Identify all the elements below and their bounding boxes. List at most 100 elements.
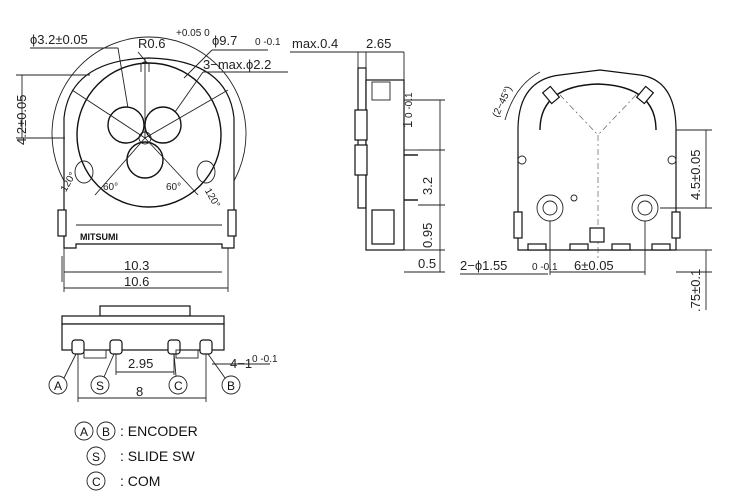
leader-body-dia-2 <box>183 49 213 79</box>
tab-right <box>227 209 237 237</box>
dim-3-2: 3.2 <box>420 177 435 195</box>
side-view: max.0.4 2.65 1 0 -0.1 3.2 0.95 0.5 <box>290 36 445 273</box>
legend-slide-sw-text: : SLIDE SW <box>120 448 195 464</box>
legend-circle-a <box>74 421 94 441</box>
legend-circle-c <box>86 471 106 491</box>
dim-height: 4.2±0.05 <box>14 94 29 145</box>
dim-2-95: 2.95 <box>128 356 153 371</box>
contact-hole-bottom <box>126 141 164 179</box>
label-circle-c <box>168 375 188 395</box>
rear-foot-4 <box>651 243 671 251</box>
dim-radius-tol: +0.05 0 <box>176 28 210 39</box>
dim-0-95: 0.95 <box>420 223 435 248</box>
rear-foot-3 <box>611 243 631 251</box>
dim-rear-angle: (2−45°) <box>491 85 515 120</box>
rear-hole-right-inner <box>637 200 653 216</box>
rear-pin-right <box>667 155 677 165</box>
dim-width-outer: 10.6 <box>124 274 149 289</box>
dim-0-5: 0.5 <box>418 256 436 271</box>
dim-thickness: 2.65 <box>366 36 391 51</box>
rear-tab-left <box>513 211 523 239</box>
bottom-foot-1 <box>83 349 107 359</box>
leader-radius <box>137 51 149 65</box>
rear-tab-right <box>671 211 681 239</box>
bottom-body <box>61 323 225 351</box>
legend-c: C <box>92 475 101 489</box>
dim-rear-4-5: 4.5±0.05 <box>688 149 703 200</box>
top-notch <box>140 61 150 72</box>
dim-1: 1 <box>400 121 415 128</box>
bottom-top-plate <box>99 305 191 317</box>
legend-circle-b <box>96 421 116 441</box>
bottom-pin-c <box>167 339 181 355</box>
bottom-pin-a <box>71 339 85 355</box>
side-bottom-terminal <box>371 209 395 245</box>
label-b: B <box>227 379 235 393</box>
tab-left <box>57 209 67 237</box>
dim-8: 8 <box>136 384 143 399</box>
dim-body-dia: ϕ9.7 <box>212 33 237 48</box>
rear-angle-arc <box>504 71 541 121</box>
legend-b: B <box>102 425 110 439</box>
bottom-mid-plate <box>61 315 225 325</box>
side-lug-right <box>196 160 216 184</box>
front-body-outline <box>63 57 235 249</box>
label-c: C <box>174 379 183 393</box>
dim-rear-75: .75±0.1 <box>688 269 703 312</box>
rear-foot-2 <box>569 243 589 251</box>
label-circle-s <box>90 375 110 395</box>
dim-body-dia-tol: 0 -0.1 <box>255 37 281 48</box>
angle-label-mid-left: 60° <box>103 182 118 193</box>
dim-rear-holes-tol: 0 -0.1 <box>532 262 558 273</box>
legend-s: S <box>92 450 100 464</box>
rear-clip-left <box>541 85 561 105</box>
bottom-pin-b <box>199 339 213 355</box>
dim-1-tol: 0 -0.1 <box>404 92 415 118</box>
angle-label-mid-right: 60° <box>166 182 181 193</box>
dim-max04: max.0.4 <box>292 36 338 51</box>
rear-small-hole <box>570 194 578 202</box>
leader-pins-max-2 <box>174 71 204 113</box>
legend-circle-s <box>86 446 106 466</box>
rear-clip-right <box>635 85 655 105</box>
label-circle-a <box>48 375 68 395</box>
side-terminal-2 <box>354 144 368 176</box>
rotor-circle <box>76 62 222 208</box>
legend-com-text: : COM <box>120 473 160 489</box>
dim-rear-holes: 2−ϕ1.55 <box>460 258 507 273</box>
legend: A B : ENCODER S : SLIDE SW C : COM <box>74 421 198 491</box>
leader-s <box>103 353 115 378</box>
label-circle-b <box>221 375 241 395</box>
leader-a <box>63 353 77 379</box>
legend-encoder-text: : ENCODER <box>120 423 198 439</box>
label-a: A <box>54 379 62 393</box>
rear-arch <box>539 83 657 131</box>
dim-radius: R0.6 <box>138 36 165 51</box>
dim-pins: 4−1 <box>230 356 252 371</box>
bottom-foot-2 <box>175 349 199 359</box>
contact-hole-left <box>107 106 145 144</box>
rear-cl-2 <box>597 94 637 136</box>
rear-square-tab <box>589 227 605 243</box>
dim-pins-tol: 0 -0.1 <box>252 354 278 365</box>
leader-b <box>207 353 226 379</box>
rear-foot-1 <box>527 243 547 251</box>
side-top-tab <box>371 81 391 101</box>
side-terminal-1 <box>354 109 368 141</box>
rear-pin-left <box>517 155 527 165</box>
radial-line-4 <box>94 137 146 196</box>
dim-hole-dia: ϕ3.2±0.05 <box>30 32 88 47</box>
label-s: S <box>96 379 104 393</box>
bottom-pin-s <box>109 339 123 355</box>
rear-hole-left-inner <box>542 200 558 216</box>
bottom-view: 2.95 8 4−1 0 -0.1 A S C B <box>48 305 278 402</box>
front-view: MITSUMI 120° 60° 60° 120° ϕ3.2±0.05 R0.6… <box>14 28 288 292</box>
dim-width-inner: 10.3 <box>124 258 149 273</box>
brand-label: MITSUMI <box>80 232 118 242</box>
rear-cl-1 <box>559 94 599 136</box>
radial-line-1 <box>71 89 146 139</box>
rear-view: (2−45°) 4.5±0.05 .75±0.1 6±0.05 2−ϕ1.55 … <box>460 69 712 312</box>
rear-body-outline <box>517 69 677 251</box>
